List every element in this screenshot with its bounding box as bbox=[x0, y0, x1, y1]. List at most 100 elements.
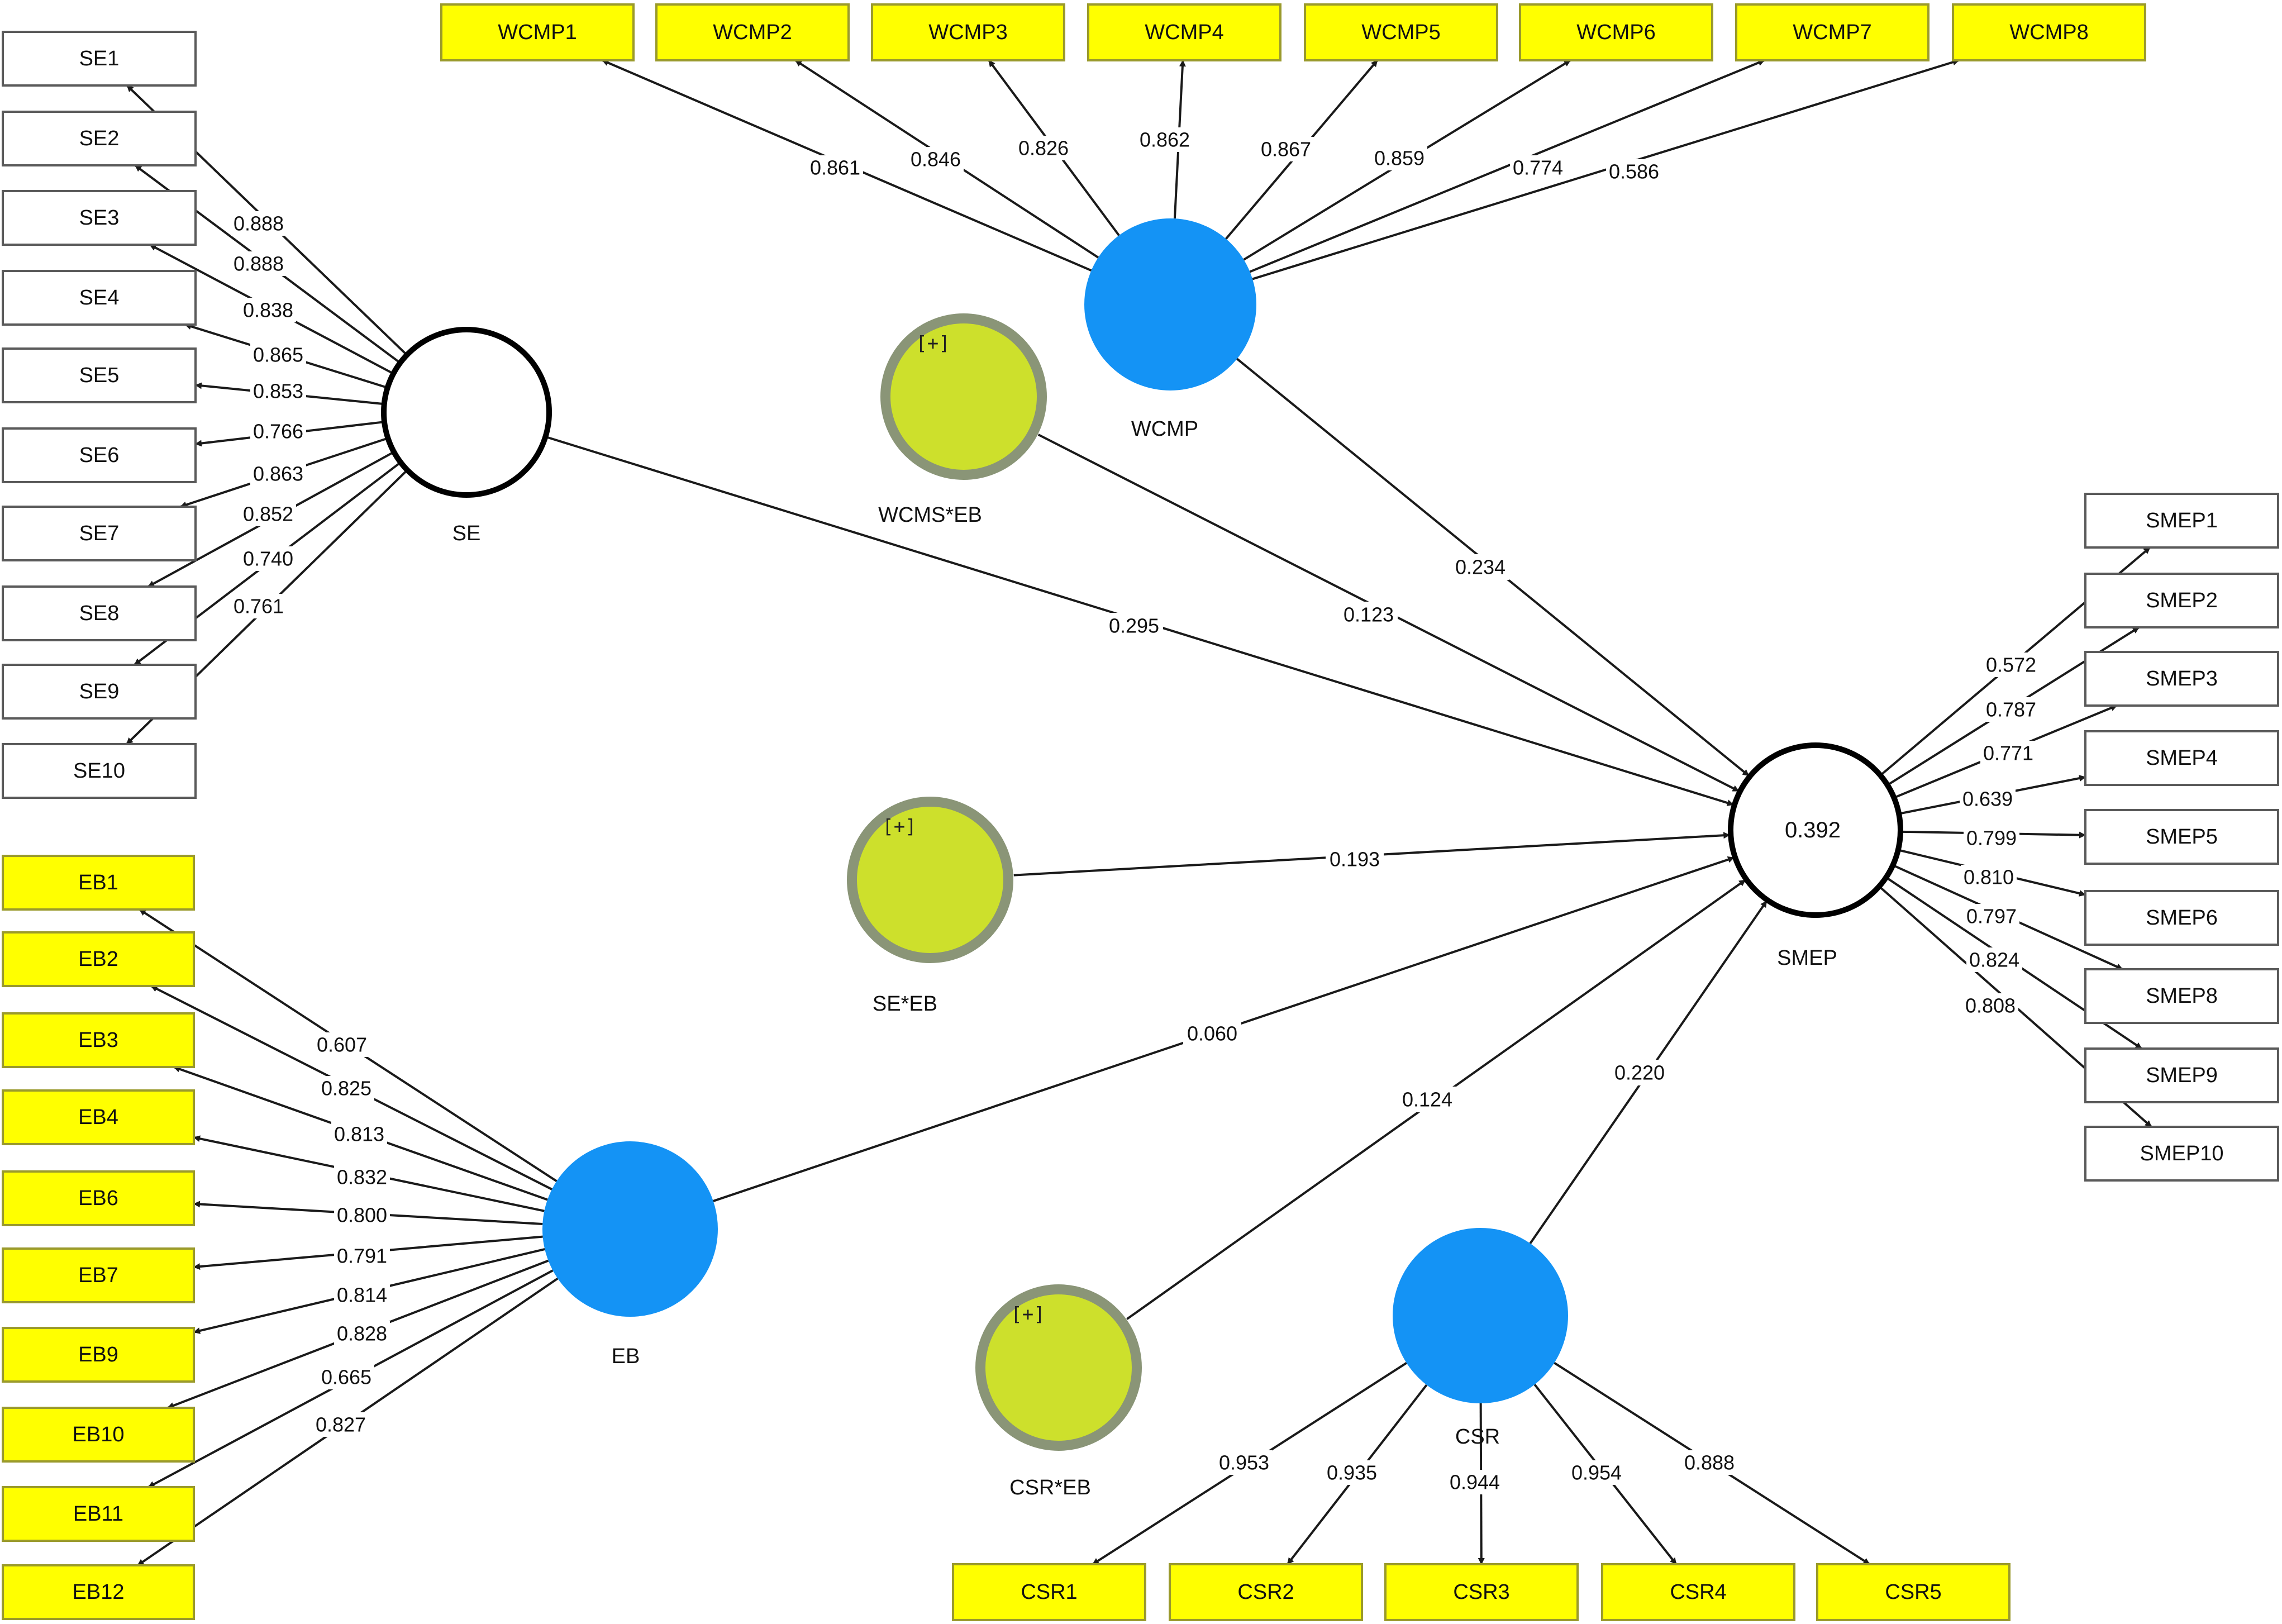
indicator-box bbox=[1601, 1563, 1795, 1621]
indicator-label: CSR2 bbox=[1237, 1580, 1294, 1604]
indicator-smep9[interactable]: SMEP9 bbox=[2084, 1047, 2279, 1103]
indicator-wcmp2[interactable]: WCMP2 bbox=[655, 3, 850, 61]
loading-value: 0.888 bbox=[234, 253, 284, 275]
indicator-se8[interactable]: SE8 bbox=[2, 585, 197, 641]
indicator-label: SE2 bbox=[79, 127, 120, 150]
construct-csr[interactable] bbox=[1393, 1228, 1568, 1403]
indicator-csr3[interactable]: CSR3 bbox=[1384, 1563, 1579, 1621]
loading-value: 0.771 bbox=[1983, 742, 2033, 765]
indicator-csr5[interactable]: CSR5 bbox=[1816, 1563, 2011, 1621]
loading-label-bg bbox=[1258, 137, 1314, 161]
loading-value: 0.774 bbox=[1513, 156, 1563, 179]
indicator-wcmp8[interactable]: WCMP8 bbox=[1952, 3, 2146, 61]
indicator-wcmp7[interactable]: WCMP7 bbox=[1735, 3, 1930, 61]
indicator-label: EB2 bbox=[78, 947, 118, 971]
loading-value: 0.838 bbox=[243, 299, 293, 322]
construct-wcmp[interactable] bbox=[1084, 218, 1256, 390]
indicator-box bbox=[2, 855, 195, 911]
indicator-se5[interactable]: SE5 bbox=[2, 347, 197, 403]
loading-label: 0.791 bbox=[334, 1244, 390, 1268]
indicator-label: EB1 bbox=[78, 871, 118, 894]
path-coefficient-bg bbox=[1340, 602, 1398, 627]
path-coefficient: 0.123 bbox=[1344, 603, 1394, 626]
indicator-wcmp1[interactable]: WCMP1 bbox=[440, 3, 635, 61]
indicator-smep8[interactable]: SMEP8 bbox=[2084, 968, 2279, 1024]
loading-label-bg bbox=[1447, 1470, 1503, 1494]
indicator-label: SMEP10 bbox=[2140, 1142, 2224, 1165]
indicator-box bbox=[440, 3, 635, 61]
indicator-label: SMEP1 bbox=[2146, 509, 2218, 532]
loading-label: 0.808 bbox=[1962, 993, 2018, 1018]
indicator-eb11[interactable]: EB11 bbox=[2, 1486, 195, 1542]
indicator-smep4[interactable]: SMEP4 bbox=[2084, 730, 2279, 786]
loading-value: 0.867 bbox=[1261, 138, 1311, 161]
construct-se-eb[interactable]: [+] bbox=[847, 797, 1013, 963]
loading-label-bg bbox=[1681, 1450, 1737, 1475]
indicator-wcmp4[interactable]: WCMP4 bbox=[1087, 3, 1281, 61]
indicator-smep1[interactable]: SMEP1 bbox=[2084, 493, 2279, 549]
indicator-se10[interactable]: SE10 bbox=[2, 743, 197, 799]
indicator-eb7[interactable]: EB7 bbox=[2, 1247, 195, 1303]
indicator-smep3[interactable]: SMEP3 bbox=[2084, 651, 2279, 707]
loading-label: 0.586 bbox=[1606, 159, 1662, 184]
indicator-eb9[interactable]: EB9 bbox=[2, 1327, 195, 1383]
indicator-eb1[interactable]: EB1 bbox=[2, 855, 195, 911]
indicator-label: EB3 bbox=[78, 1028, 118, 1052]
indicator-smep2[interactable]: SMEP2 bbox=[2084, 573, 2279, 628]
loading-label-bg bbox=[334, 1283, 390, 1307]
indicator-eb12[interactable]: EB12 bbox=[2, 1564, 195, 1620]
loading-value: 0.825 bbox=[321, 1077, 371, 1100]
loading-label: 0.846 bbox=[908, 147, 964, 172]
indicator-wcmp6[interactable]: WCMP6 bbox=[1519, 3, 1713, 61]
indicator-se9[interactable]: SE9 bbox=[2, 664, 197, 720]
loading-value: 0.639 bbox=[1962, 788, 2013, 811]
indicator-eb4[interactable]: EB4 bbox=[2, 1089, 195, 1145]
indicator-se6[interactable]: SE6 bbox=[2, 427, 197, 483]
indicator-se7[interactable]: SE7 bbox=[2, 506, 197, 561]
indicator-se4[interactable]: SE4 bbox=[2, 270, 197, 326]
indicator-label: SMEP8 bbox=[2146, 984, 2218, 1008]
indicator-eb6[interactable]: EB6 bbox=[2, 1170, 195, 1226]
loading-value: 0.861 bbox=[810, 156, 860, 179]
loading-label-bg bbox=[1569, 1460, 1624, 1485]
indicator-box bbox=[2, 1089, 195, 1145]
loading-value: 0.853 bbox=[253, 380, 303, 403]
indicator-csr2[interactable]: CSR2 bbox=[1169, 1563, 1363, 1621]
indicator-box bbox=[655, 3, 850, 61]
indicator-label: CSR3 bbox=[1453, 1580, 1509, 1604]
indicator-smep6[interactable]: SMEP6 bbox=[2084, 890, 2279, 946]
loading-label: 0.828 bbox=[334, 1321, 390, 1346]
indicator-csr4[interactable]: CSR4 bbox=[1601, 1563, 1795, 1621]
indicator-box bbox=[2, 270, 197, 326]
loading-label: 0.862 bbox=[1137, 127, 1193, 152]
indicator-wcmp3[interactable]: WCMP3 bbox=[871, 3, 1065, 61]
loading-label-bg bbox=[240, 546, 296, 571]
construct-csr-eb[interactable]: [+] bbox=[975, 1284, 1142, 1451]
indicator-wcmp5[interactable]: WCMP5 bbox=[1304, 3, 1498, 61]
construct-eb[interactable] bbox=[542, 1141, 718, 1317]
indicator-se2[interactable]: SE2 bbox=[2, 111, 197, 166]
indicator-eb3[interactable]: EB3 bbox=[2, 1012, 195, 1068]
construct-smep[interactable]: 0.392 bbox=[1728, 742, 1903, 918]
loading-label: 0.863 bbox=[250, 461, 306, 486]
loading-label: 0.814 bbox=[334, 1283, 390, 1307]
indicator-csr1[interactable]: CSR1 bbox=[952, 1563, 1146, 1621]
indicator-eb2[interactable]: EB2 bbox=[2, 931, 195, 987]
indicator-label: SE1 bbox=[79, 47, 120, 70]
loading-label-bg bbox=[318, 1076, 374, 1101]
indicator-eb10[interactable]: EB10 bbox=[2, 1407, 195, 1463]
loading-value: 0.954 bbox=[1571, 1461, 1622, 1484]
construct-wcms-eb[interactable]: [+] bbox=[880, 313, 1047, 480]
indicator-box bbox=[2, 1564, 195, 1620]
indicator-smep10[interactable]: SMEP10 bbox=[2084, 1126, 2279, 1182]
indicator-label: SMEP2 bbox=[2146, 589, 2218, 612]
indicator-se1[interactable]: SE1 bbox=[2, 31, 197, 87]
loading-value: 0.800 bbox=[337, 1204, 387, 1227]
construct-se[interactable] bbox=[381, 327, 552, 498]
indicator-smep5[interactable]: SMEP5 bbox=[2084, 809, 2279, 865]
indicator-se3[interactable]: SE3 bbox=[2, 190, 197, 246]
indicator-label: CSR4 bbox=[1670, 1580, 1726, 1604]
indicator-box bbox=[1169, 1563, 1363, 1621]
